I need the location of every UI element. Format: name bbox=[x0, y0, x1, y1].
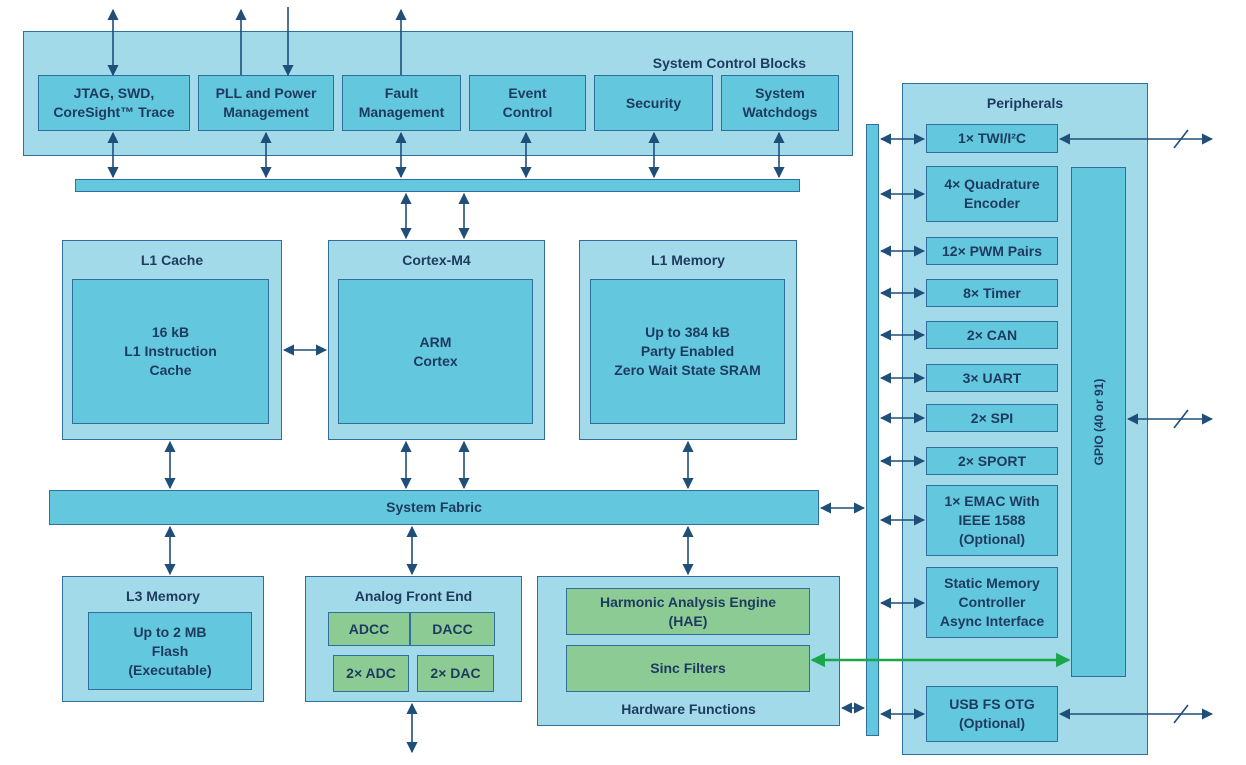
timer-block: 8× Timer bbox=[926, 279, 1058, 307]
spi-block: 2× SPI bbox=[926, 404, 1058, 432]
afe-title: Analog Front End bbox=[354, 588, 473, 604]
control-bus-bar bbox=[75, 179, 800, 192]
twi-i2c-block: 1× TWI/I²C bbox=[926, 124, 1058, 153]
fault-block: Fault Management bbox=[342, 75, 461, 131]
dac-block: 2× DAC bbox=[417, 655, 494, 692]
hae-block: Harmonic Analysis Engine (HAE) bbox=[566, 588, 810, 635]
quadrature-encoder-block: 4× Quadrature Encoder bbox=[926, 166, 1058, 222]
usb-otg-block: USB FS OTG (Optional) bbox=[926, 686, 1058, 742]
sport-block: 2× SPORT bbox=[926, 447, 1058, 475]
security-block: Security bbox=[594, 75, 713, 131]
peripherals-title: Peripherals bbox=[986, 95, 1064, 111]
sinc-filters-block: Sinc Filters bbox=[566, 645, 810, 692]
l1-instruction-cache: 16 kB L1 Instruction Cache bbox=[72, 279, 269, 424]
l1-sram: Up to 384 kB Party Enabled Zero Wait Sta… bbox=[590, 279, 785, 424]
adcc-block: ADCC bbox=[328, 612, 410, 646]
system-fabric: System Fabric bbox=[49, 490, 819, 525]
l1-memory-title: L1 Memory bbox=[651, 252, 725, 268]
pll-block: PLL and Power Management bbox=[198, 75, 334, 131]
arm-cortex-core: ARM Cortex bbox=[338, 279, 533, 424]
l3-memory-title: L3 Memory bbox=[126, 588, 200, 604]
cortex-m4-title: Cortex-M4 bbox=[402, 252, 471, 268]
dacc-block: DACC bbox=[410, 612, 495, 646]
uart-block: 3× UART bbox=[926, 364, 1058, 392]
event-block: Event Control bbox=[469, 75, 586, 131]
peripheral-bus-bar bbox=[866, 124, 879, 736]
can-block: 2× CAN bbox=[926, 321, 1058, 349]
adc-block: 2× ADC bbox=[333, 655, 409, 692]
system-control-title: System Control Blocks bbox=[652, 55, 806, 71]
watchdogs-block: System Watchdogs bbox=[721, 75, 839, 131]
l1-cache-title: L1 Cache bbox=[140, 252, 204, 268]
gpio-block: GPIO (40 or 91) bbox=[1071, 167, 1126, 677]
hw-functions-title: Hardware Functions bbox=[621, 701, 756, 717]
emac-block: 1× EMAC With IEEE 1588 (Optional) bbox=[926, 485, 1058, 556]
static-memory-controller-block: Static Memory Controller Async Interface bbox=[926, 567, 1058, 638]
pwm-block: 12× PWM Pairs bbox=[926, 237, 1058, 265]
l3-flash: Up to 2 MB Flash (Executable) bbox=[88, 612, 252, 690]
